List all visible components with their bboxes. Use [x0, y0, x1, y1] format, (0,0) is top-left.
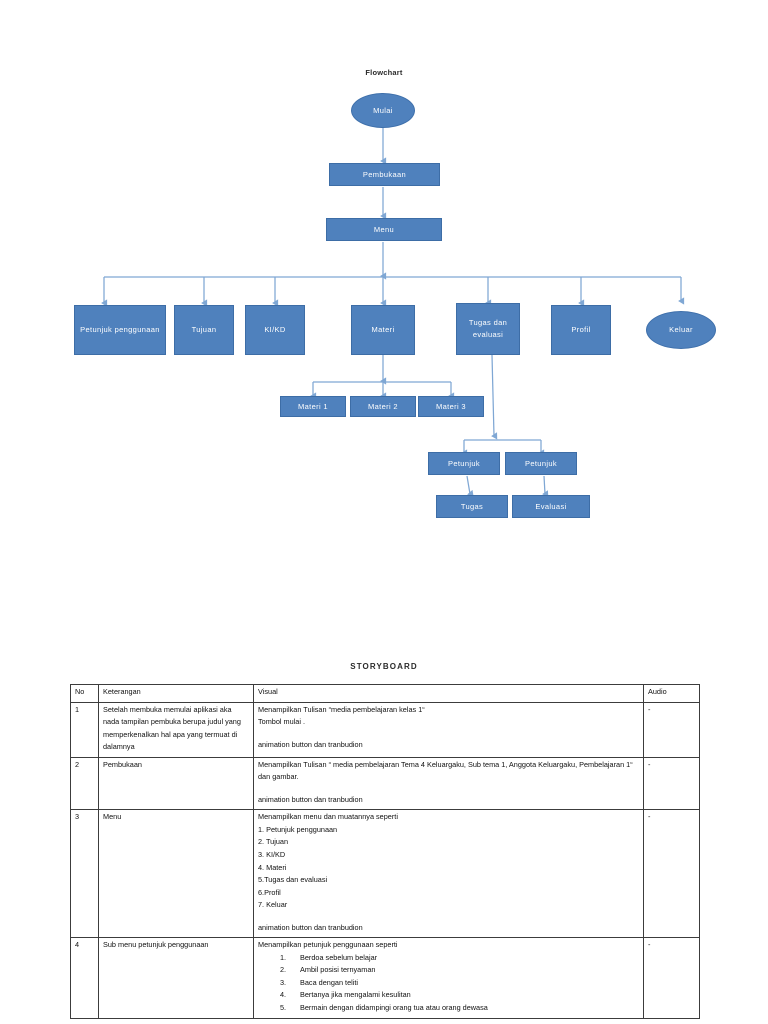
visual-animation-note: animation button dan tranbudion — [258, 739, 363, 749]
flow-node-label: Materi — [371, 325, 395, 335]
flow-node-tujuan[interactable]: Tujuan — [174, 305, 234, 355]
flow-node-materi-1[interactable]: Materi 1 — [280, 396, 346, 417]
list-item-number: 1. — [280, 952, 287, 962]
list-item: 6.Profil — [258, 887, 281, 897]
list-item-label: Ambil posisi ternyaman — [300, 965, 376, 975]
flow-node-label: Materi 1 — [298, 401, 328, 411]
list-item-label: Bermain dengan didampingi orang tua atau… — [300, 1003, 488, 1013]
list-item-label: Berdoa sebelum belajar — [300, 952, 378, 962]
flow-node-menu[interactable]: Menu — [326, 218, 442, 241]
flow-node-label: Tugas — [460, 501, 484, 511]
flow-node-tugas[interactable]: Tugas — [436, 495, 508, 518]
flowchart-connectors — [101, 128, 685, 498]
flow-node-mulai[interactable]: Mulai — [351, 93, 415, 128]
visual-line: Menampilkan menu dan muatannya seperti — [258, 812, 398, 822]
list-item: 2. Tujuan — [258, 837, 289, 847]
flow-node-petunjuk-tugas[interactable]: Petunjuk — [428, 452, 500, 475]
flow-node-materi[interactable]: Materi — [351, 305, 415, 355]
flow-node-label: KI/KD — [264, 325, 286, 335]
flow-node-label: Petunjuk penggunaan — [80, 325, 160, 335]
flow-node-petunjuk-evaluasi[interactable]: Petunjuk — [505, 452, 577, 475]
cell-no: 2 — [70, 756, 99, 811]
list-item: 4. Materi — [258, 862, 287, 872]
list-item-number: 3. — [280, 977, 287, 987]
list-item: 3. Baca dengan teliti — [280, 977, 639, 990]
flow-node-label: Materi 2 — [368, 401, 398, 411]
list-item-label: Bertanya jika mengalami kesulitan — [300, 990, 411, 1000]
flow-node-label: Evaluasi — [535, 501, 567, 511]
visual-line: Menampilkan Tulisan “ media pembelajaran… — [258, 759, 633, 782]
flow-node-evaluasi[interactable]: Evaluasi — [512, 495, 590, 518]
cell-visual: Menampilkan menu dan muatannya seperti 1… — [253, 809, 644, 939]
list-item: 7. Keluar — [258, 900, 288, 910]
flow-node-label: Profil — [571, 325, 591, 335]
list-item: 3. KI/KD — [258, 850, 286, 860]
flow-node-label: Petunjuk — [448, 458, 480, 468]
list-item-label: Baca dengan teliti — [300, 977, 359, 987]
cell-visual: Menampilkan Tulisan “ media pembelajaran… — [253, 756, 644, 811]
flow-node-label: Pembukaan — [362, 169, 407, 179]
flow-node-label: Menu — [373, 224, 395, 234]
cell-no: 3 — [70, 809, 99, 939]
table-row: 3 Menu Menampilkan menu dan muatannya se… — [70, 809, 700, 939]
cell-keterangan: Pembukaan — [98, 756, 254, 811]
flow-node-label: Keluar — [669, 325, 693, 335]
table-row: 2 Pembukaan Menampilkan Tulisan “ media … — [70, 756, 700, 811]
list-item-number: 2. — [280, 965, 287, 975]
cell-visual: Menampilkan Tulisan “media pembelajaran … — [253, 701, 644, 758]
flowchart-title: Flowchart — [365, 68, 403, 77]
list-item: 2. Ambil posisi ternyaman — [280, 964, 639, 977]
list-item-number: 4. — [280, 990, 287, 1000]
flow-node-label: Materi 3 — [436, 401, 466, 411]
visual-instruction-list: 1. Berdoa sebelum belajar 2. Ambil posis… — [280, 952, 639, 1015]
flow-node-label: Petunjuk — [525, 458, 557, 468]
flow-node-pembukaan[interactable]: Pembukaan — [329, 163, 440, 186]
flow-node-materi-2[interactable]: Materi 2 — [350, 396, 416, 417]
visual-line: Menampilkan Tulisan “media pembelajaran … — [258, 704, 425, 714]
list-item: 1. Berdoa sebelum belajar — [280, 952, 639, 965]
visual-animation-note: animation button dan tranbudion — [258, 794, 363, 804]
visual-line: Menampilkan petunjuk penggunaan seperti — [258, 940, 398, 950]
table-row: 4 Sub menu petunjuk penggunaan Menampilk… — [70, 937, 700, 1019]
list-item: 5.Tugas dan evaluasi — [258, 875, 328, 885]
visual-animation-note: animation button dan tranbudion — [258, 922, 363, 932]
list-item: 5. Bermain dengan didampingi orang tua a… — [280, 1002, 639, 1015]
visual-line: Tombol mulai . — [258, 717, 306, 727]
cell-keterangan: Setelah membuka memulai aplikasi aka nad… — [98, 701, 254, 758]
flow-node-ki-kd[interactable]: KI/KD — [245, 305, 305, 355]
storyboard-title: STORYBOARD — [350, 662, 418, 671]
flow-node-petunjuk-penggunaan[interactable]: Petunjuk penggunaan — [74, 305, 166, 355]
cell-keterangan: Sub menu petunjuk penggunaan — [98, 937, 254, 1019]
flow-node-profil[interactable]: Profil — [551, 305, 611, 355]
flow-node-tugas-dan-evaluasi[interactable]: Tugas dan evaluasi — [456, 303, 520, 355]
flow-node-label: Tugas dan evaluasi — [468, 318, 508, 339]
cell-audio: - — [643, 701, 700, 758]
list-item: 1. Petunjuk penggunaan — [258, 824, 338, 834]
column-header-audio: Audio — [643, 684, 700, 703]
column-header-no: No — [70, 684, 99, 703]
list-item-number: 5. — [280, 1003, 287, 1013]
cell-audio: - — [643, 756, 700, 811]
flow-node-label: Mulai — [373, 105, 393, 115]
flowchart-section: Flowchart — [74, 68, 716, 518]
cell-visual: Menampilkan petunjuk penggunaan seperti … — [253, 937, 644, 1019]
visual-menu-list: 1. Petunjuk penggunaan 2. Tujuan 3. KI/K… — [258, 824, 639, 912]
flow-node-label: Tujuan — [191, 325, 217, 335]
cell-audio: - — [643, 937, 700, 1019]
column-header-keterangan: Keterangan — [98, 684, 254, 703]
flow-node-materi-3[interactable]: Materi 3 — [418, 396, 484, 417]
flow-node-keluar[interactable]: Keluar — [646, 311, 716, 349]
cell-audio: - — [643, 809, 700, 939]
table-row: 1 Setelah membuka memulai aplikasi aka n… — [70, 701, 700, 758]
cell-keterangan: Menu — [98, 809, 254, 939]
storyboard-table: No Keterangan Visual Audio 1 Setelah mem… — [70, 684, 700, 1019]
cell-no: 4 — [70, 937, 99, 1019]
column-header-visual: Visual — [253, 684, 644, 703]
list-item: 4. Bertanya jika mengalami kesulitan — [280, 989, 639, 1002]
cell-no: 1 — [70, 701, 99, 758]
table-header-row: No Keterangan Visual Audio — [70, 684, 700, 703]
